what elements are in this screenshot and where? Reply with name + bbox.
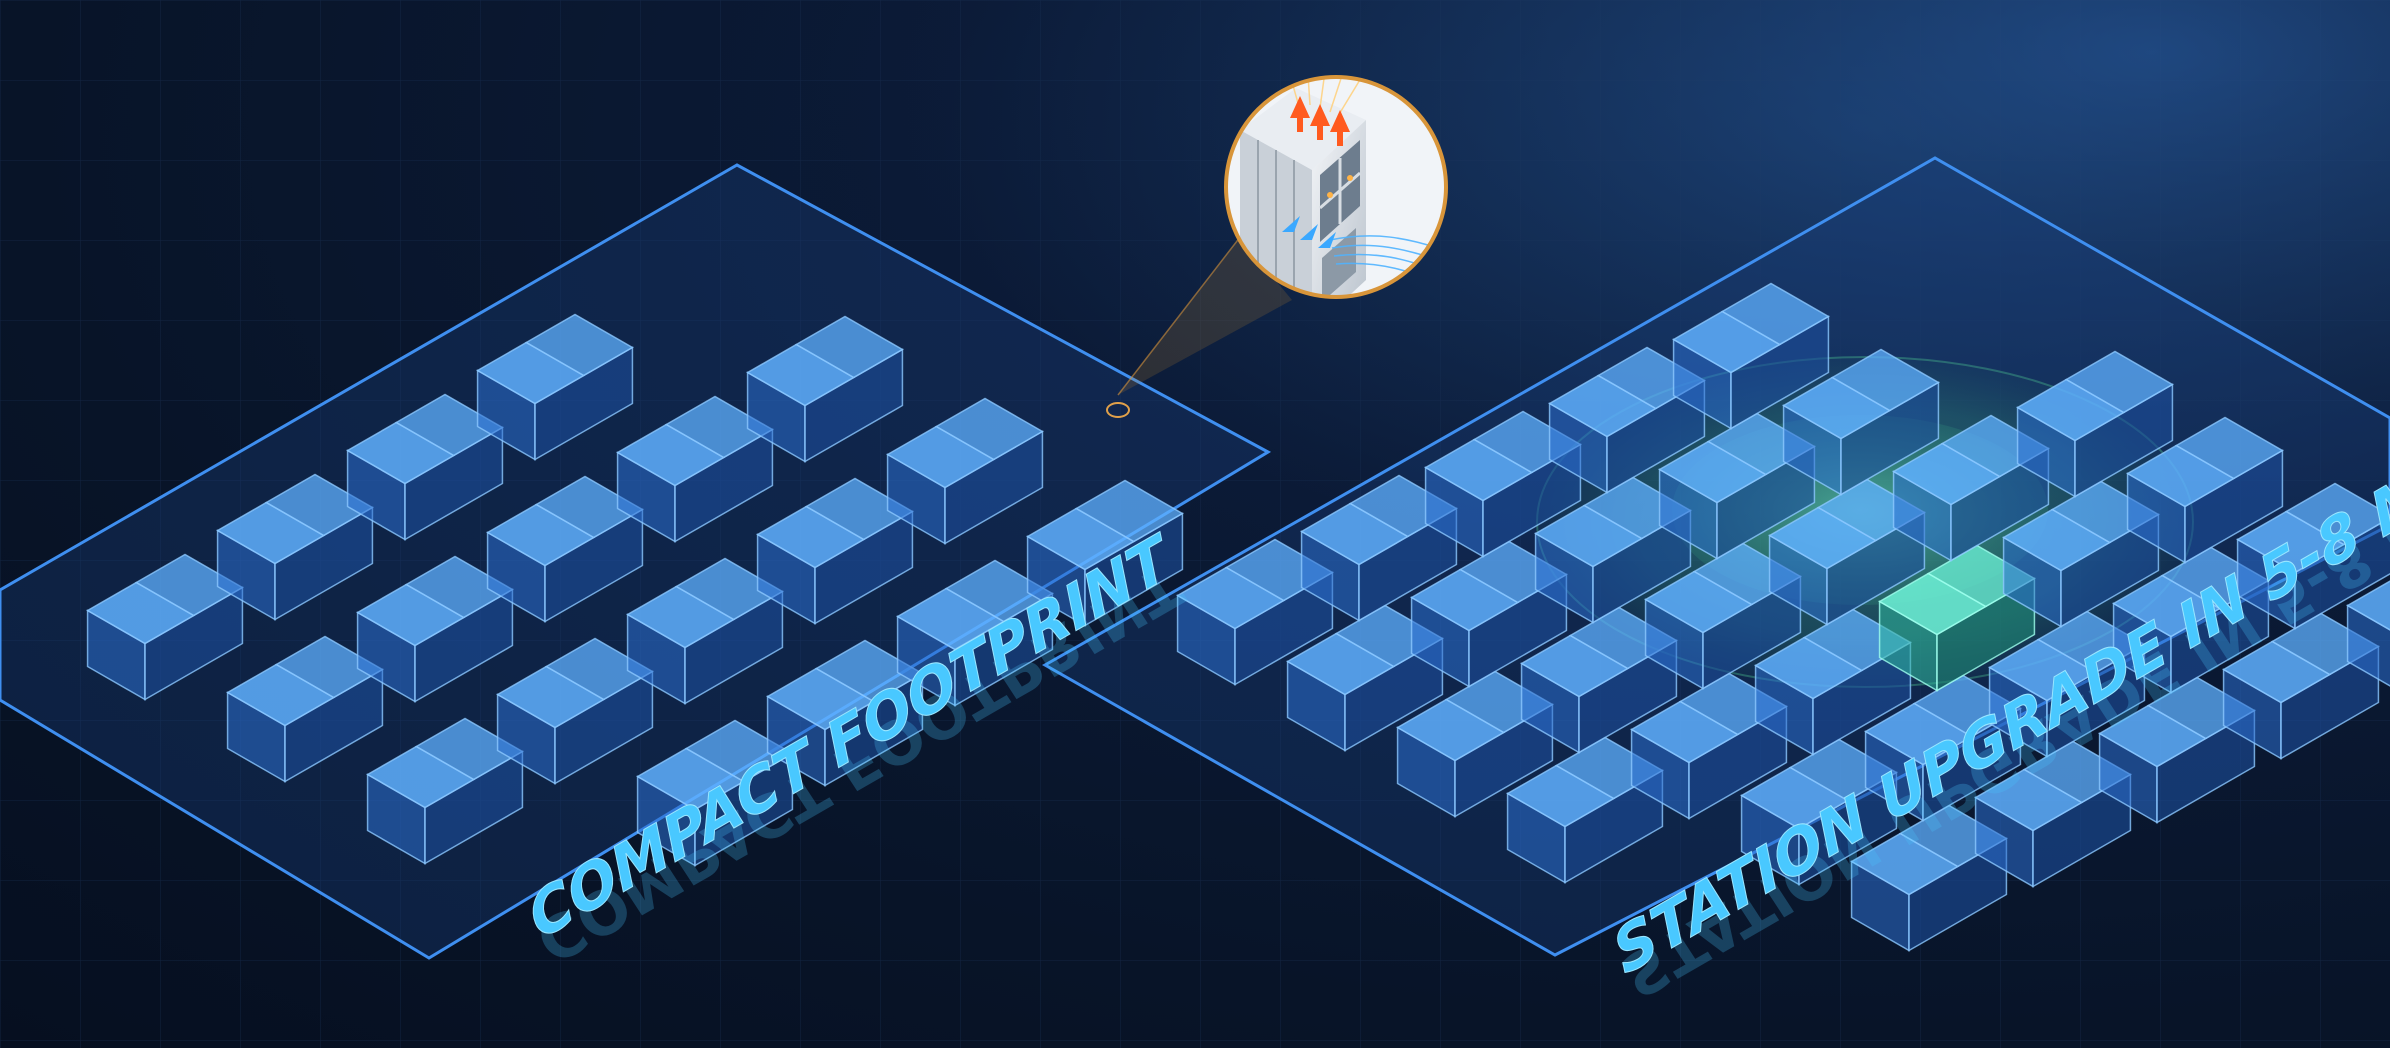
right-module-23 [1672,282,1830,430]
left-module-18 [1026,479,1184,627]
container-cooling-icon [1224,75,1448,299]
right-module-19 [1768,478,1926,626]
right-module-31 [2236,482,2390,630]
callout-cone [1118,238,1292,395]
left-module-1 [86,553,244,701]
left-module-7 [636,719,794,867]
left-modules [86,313,1184,867]
left-module-9 [486,475,644,623]
left-module-15 [896,559,1054,707]
right-module-4 [1506,736,1664,884]
callout-cone-edge [1117,231,1245,396]
left-module-6 [496,637,654,785]
right-module-1 [1176,538,1334,686]
callout-anchor-ring [1106,402,1130,418]
right-module-32 [2346,580,2390,687]
left-module-8 [346,393,504,541]
right-module-29 [2016,350,2174,498]
callout-ring [1224,75,1448,299]
left-module-11 [766,639,924,787]
left-module-2 [226,635,384,783]
right-module-24 [1782,348,1940,496]
left-module-5 [356,555,514,703]
right-module-30 [2126,416,2284,564]
left-module-4 [216,473,374,621]
right-modules [1176,282,2390,952]
left-module-17 [886,397,1044,545]
left-module-13 [616,395,774,543]
right-module-14 [1754,608,1912,756]
left-module-16 [746,315,904,463]
left-module-10 [626,557,784,705]
right-module-3 [1396,670,1554,818]
left-module-3 [366,717,524,865]
left-module-12 [476,313,634,461]
right-module-20 [1878,544,2036,692]
